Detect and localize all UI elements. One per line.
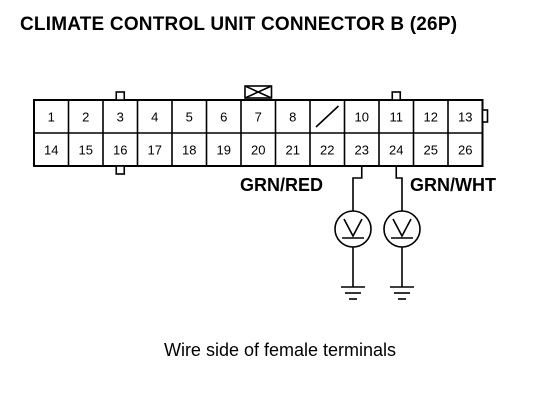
terminal-label: 19 [217, 143, 231, 158]
voltmeter-symbol [343, 218, 363, 238]
terminal-label: 3 [117, 110, 124, 125]
terminal-label: 23 [355, 143, 369, 158]
terminal-label: 15 [79, 143, 93, 158]
terminal-label: 18 [182, 143, 196, 158]
terminal-label: 17 [148, 143, 162, 158]
terminal-label: 20 [251, 143, 265, 158]
terminal-label: 8 [289, 110, 296, 125]
blank-terminal-slash [315, 105, 340, 128]
voltmeter-icon [383, 210, 421, 248]
locking-tab [391, 91, 402, 101]
probe-circuit: GRN/RED [240, 166, 372, 300]
terminal-label: 21 [286, 143, 300, 158]
terminal-label: 10 [355, 110, 369, 125]
terminal-label: 11 [390, 110, 404, 125]
terminal-label: 4 [151, 110, 158, 125]
locking-tab [115, 91, 126, 101]
terminal-label: 6 [220, 110, 227, 125]
terminal-label: 25 [424, 143, 438, 158]
voltmeter-symbol [392, 218, 412, 238]
diagram-title: CLIMATE CONTROL UNIT CONNECTOR B (26P) [20, 14, 458, 35]
terminal-label: 16 [113, 143, 127, 158]
probe-wire [395, 166, 403, 211]
wire-color-label: GRN/WHT [410, 175, 496, 195]
locking-tab [115, 165, 126, 175]
probe-circuits: GRN/RED GRN/WHT [240, 166, 496, 300]
terminal-label: 2 [82, 110, 89, 125]
terminal-label: 7 [255, 110, 262, 125]
connector-key-cross [244, 85, 272, 99]
terminal-label: 5 [186, 110, 193, 125]
probe-wire [352, 166, 363, 211]
terminal-label: 22 [320, 143, 334, 158]
terminal-label: 1 [48, 110, 55, 125]
terminal-label: 12 [424, 110, 438, 125]
terminal-label: 26 [458, 143, 472, 158]
side-notch [481, 109, 489, 123]
diagram-caption: Wire side of female terminals [163, 340, 397, 360]
wire-color-label: GRN/RED [240, 175, 323, 195]
terminal-label: 13 [458, 110, 472, 125]
probe-circuit: GRN/WHT [383, 166, 496, 300]
terminal-label: 14 [44, 143, 58, 158]
terminal-label: 24 [389, 143, 403, 158]
voltmeter-icon [334, 210, 372, 248]
